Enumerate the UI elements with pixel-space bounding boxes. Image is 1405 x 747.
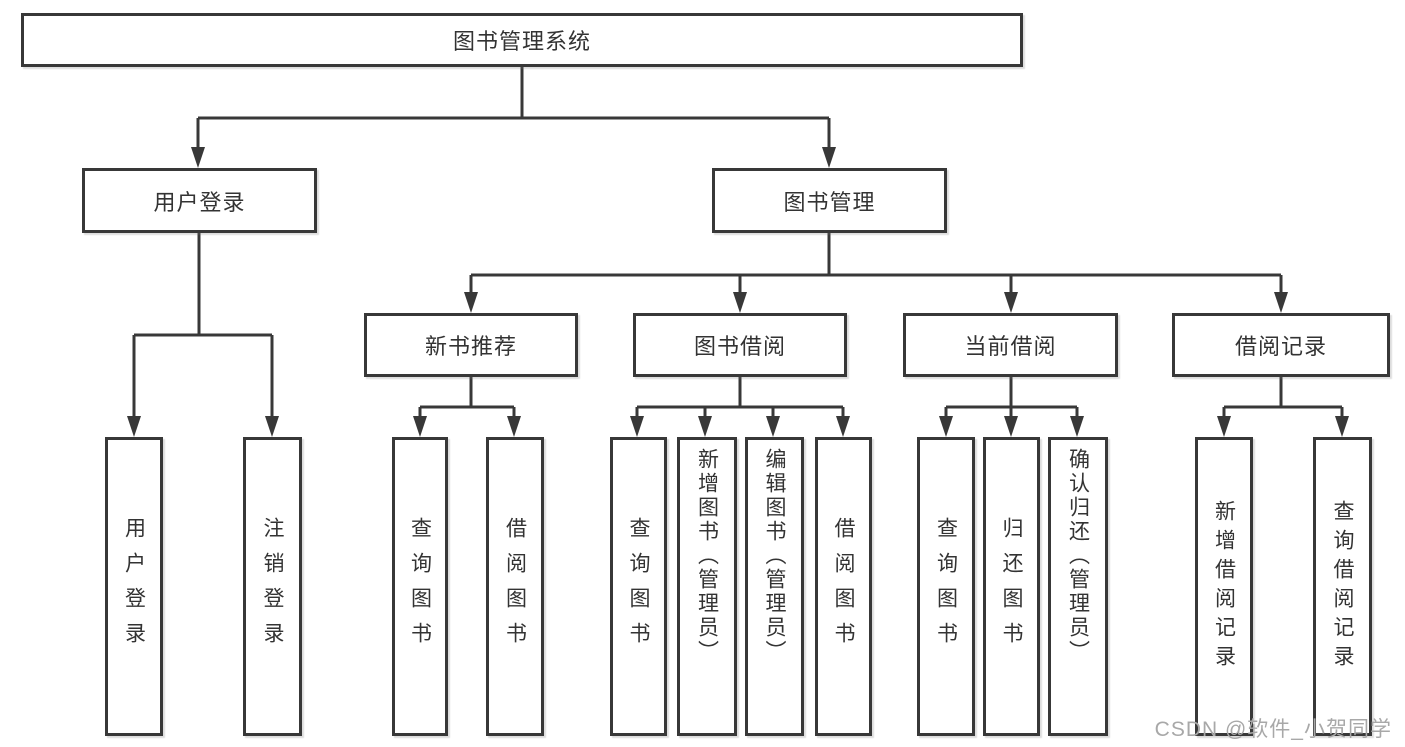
leaf-query-books-recommend: 查询图书 [392, 437, 448, 736]
node-label: 当前借阅 [964, 334, 1057, 359]
node-library-system: 图书管理系统 [21, 13, 1023, 67]
node-label: 借阅记录 [1234, 334, 1327, 359]
connector-user-login [132, 233, 274, 422]
leaf-borrow-books-recommend: 借阅图书 [486, 437, 544, 736]
node-label: 注销登录 [261, 516, 284, 657]
leaf-logout: 注销登录 [243, 437, 302, 736]
node-label: 确认归还（管理员） [1066, 448, 1090, 664]
node-book-borrowing: 图书借阅 [633, 313, 847, 377]
node-borrowing-records: 借阅记录 [1172, 313, 1390, 377]
connector-root [196, 67, 831, 153]
connector-book-management [469, 233, 1283, 298]
leaf-borrow-books-borrowing: 借阅图书 [815, 437, 872, 736]
node-label: 用户登录 [122, 516, 146, 657]
node-label: 归还图书 [1000, 516, 1023, 657]
csdn-watermark: CSDN @软件_小贺同学 [1154, 718, 1392, 741]
connector-book-borrowing [635, 377, 845, 422]
leaf-edit-book-admin: 编辑图书（管理员） [745, 437, 804, 736]
node-label: 借阅图书 [832, 516, 855, 657]
leaf-query-books-current: 查询图书 [917, 437, 975, 736]
node-label: 图书借阅 [693, 334, 786, 359]
node-label: 用户登录 [153, 189, 246, 215]
leaf-add-borrow-record: 新增借阅记录 [1195, 437, 1253, 736]
node-current-borrowing: 当前借阅 [903, 313, 1118, 377]
node-label: 新书推荐 [424, 334, 517, 359]
node-book-management: 图书管理 [712, 168, 947, 233]
node-label: 图书管理系统 [452, 29, 591, 54]
node-user-login: 用户登录 [82, 168, 317, 233]
node-label: 查询借阅记录 [1331, 499, 1354, 674]
leaf-user-login: 用户登录 [105, 437, 163, 736]
leaf-query-borrow-record: 查询借阅记录 [1313, 437, 1372, 736]
connector-new-book [418, 377, 516, 422]
node-label: 新增图书（管理员） [695, 448, 719, 664]
node-label: 编辑图书（管理员） [763, 448, 786, 664]
node-label: 查询图书 [934, 516, 958, 657]
node-new-book-recommendation: 新书推荐 [364, 313, 578, 377]
connector-current-borrowing [944, 377, 1079, 422]
node-label: 图书管理 [783, 189, 876, 215]
leaf-query-books-borrowing: 查询图书 [610, 437, 667, 736]
node-label: 新增借阅记录 [1212, 499, 1236, 674]
leaf-add-book-admin: 新增图书（管理员） [677, 437, 737, 736]
connector-borrowing-records [1222, 377, 1344, 422]
node-label: 查询图书 [408, 516, 432, 657]
node-label: 查询图书 [627, 516, 650, 657]
leaf-confirm-return-admin: 确认归还（管理员） [1048, 437, 1108, 736]
node-label: 借阅图书 [503, 516, 527, 657]
arrowheads [127, 147, 1349, 437]
leaf-return-books: 归还图书 [983, 437, 1040, 736]
